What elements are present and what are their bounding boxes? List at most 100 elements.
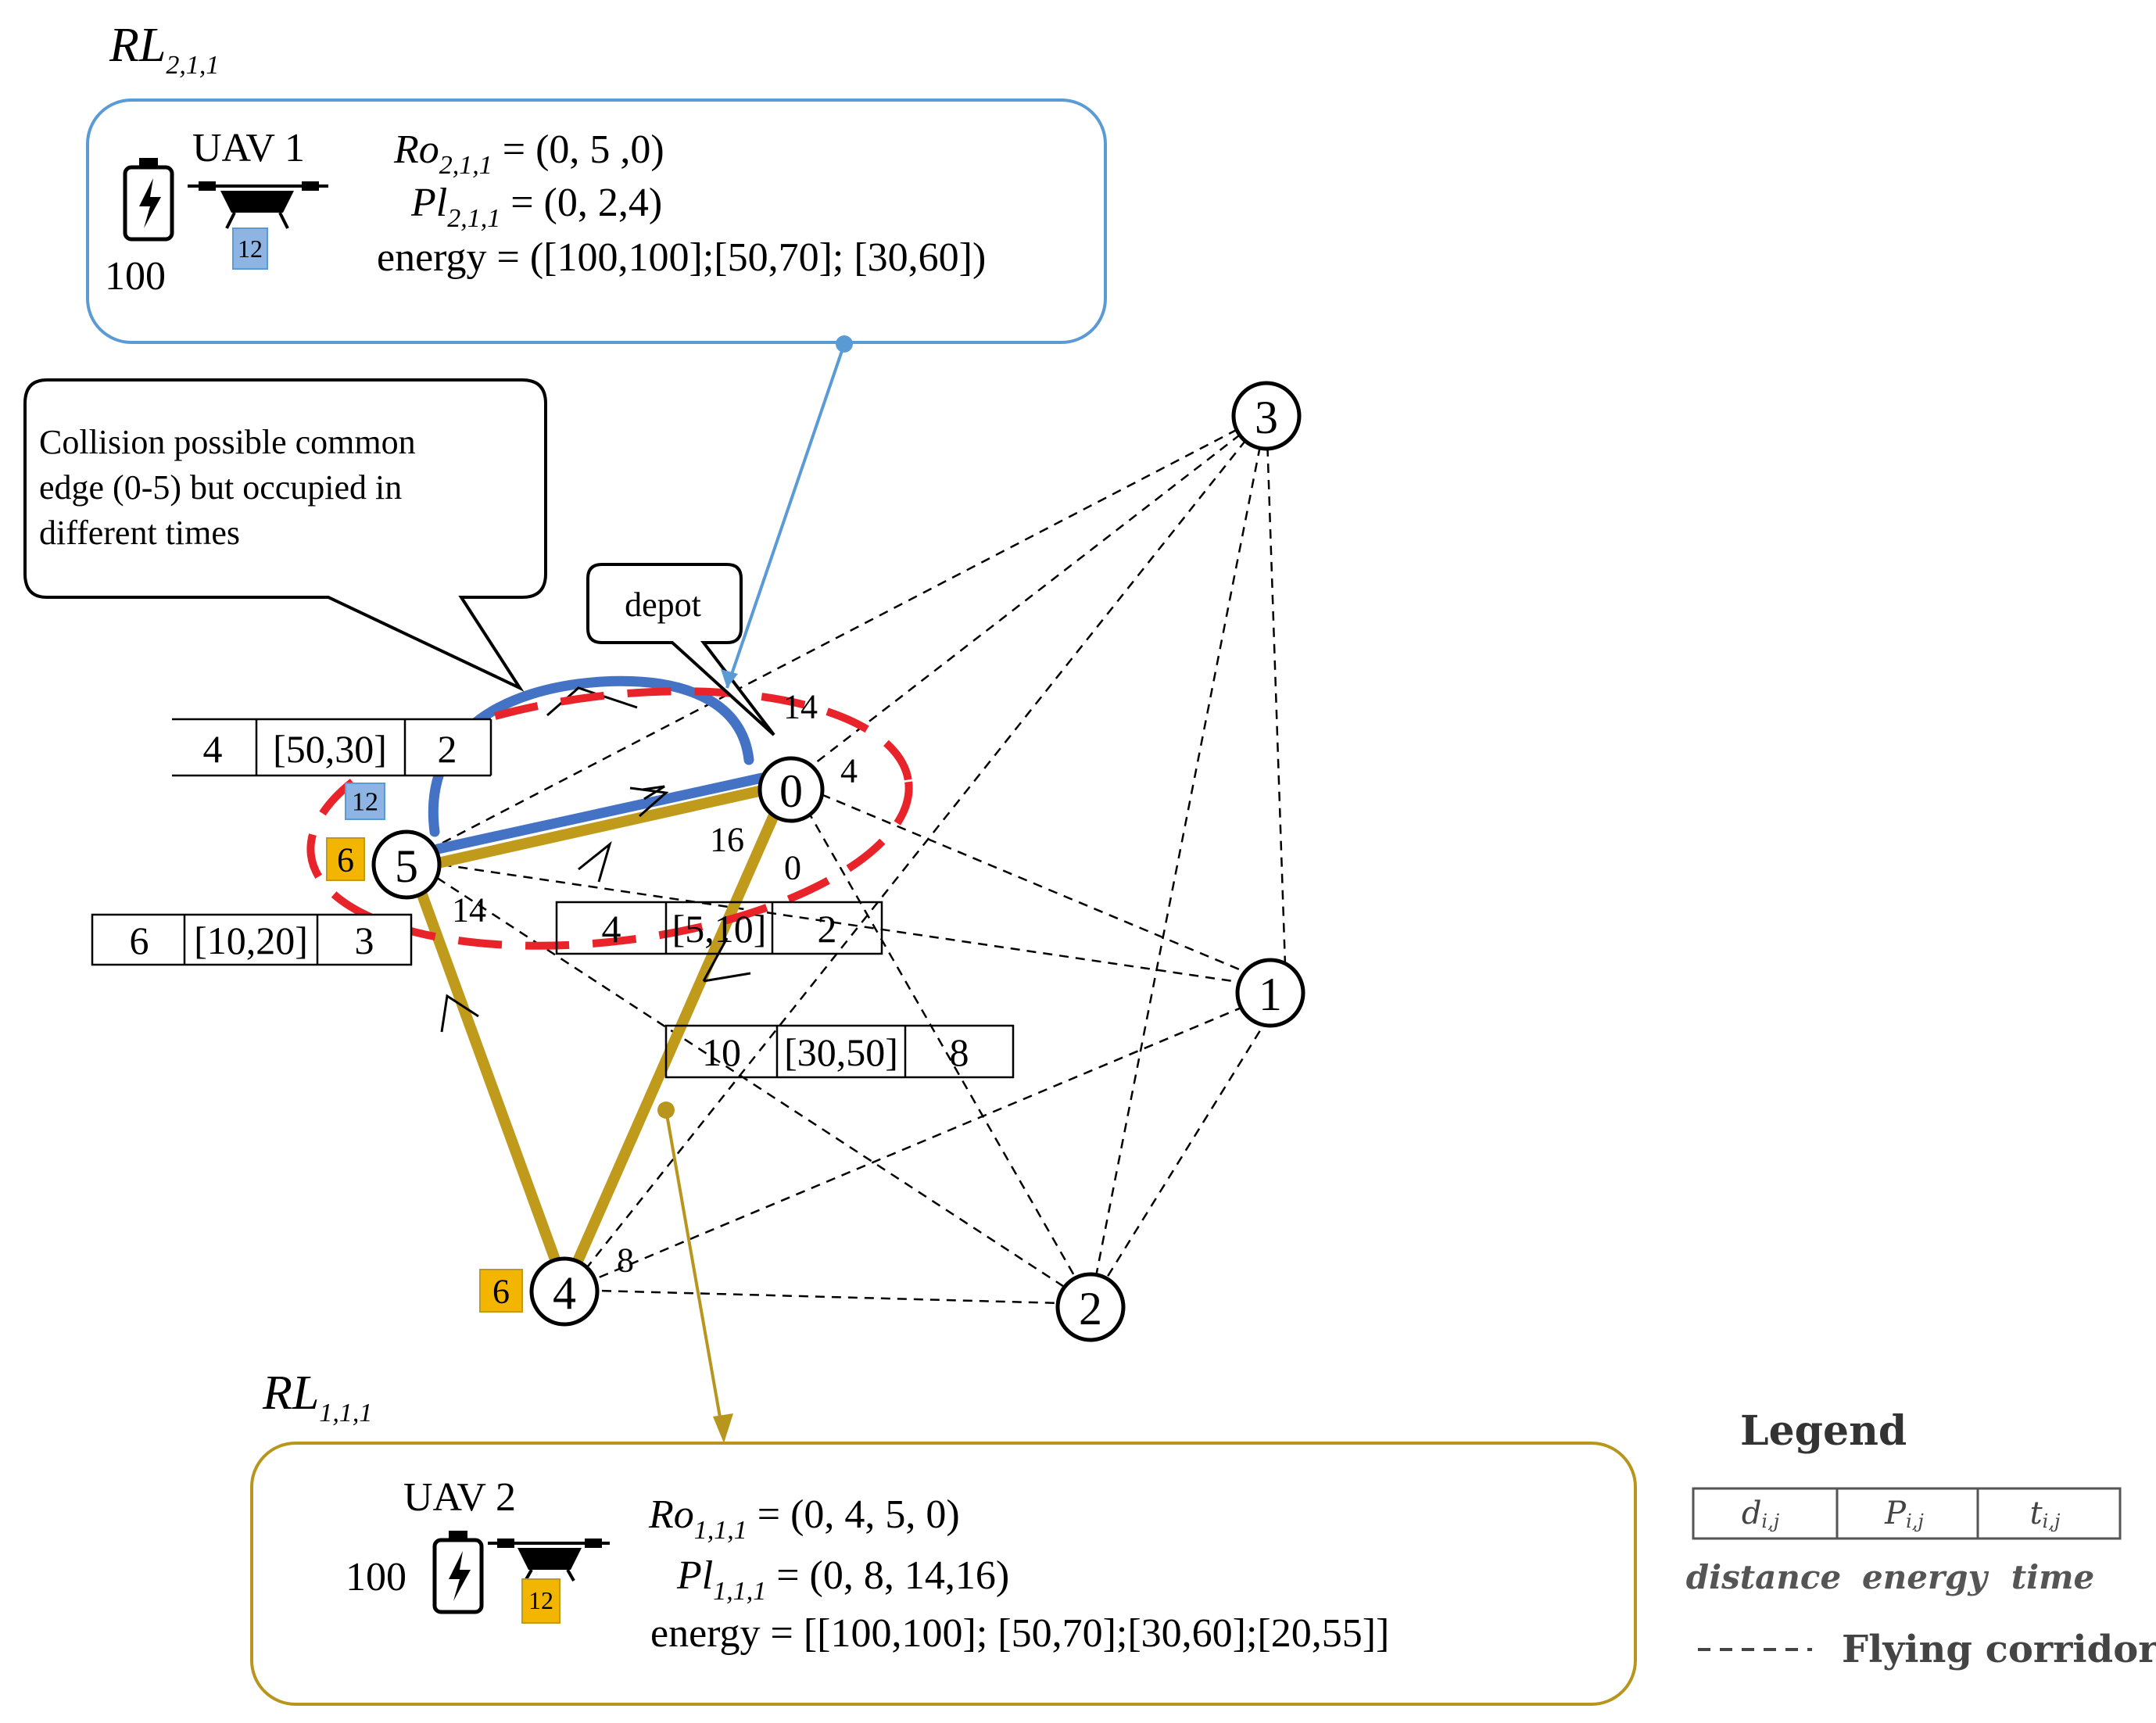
badge-value: 6 xyxy=(492,1273,510,1311)
corridor-3-5 xyxy=(409,413,1267,862)
corridor-0-2 xyxy=(790,781,1092,1305)
callout-line: different times xyxy=(39,514,240,552)
edge-weight: 14 xyxy=(452,891,486,930)
pl-line: Pl1,1,1 = (0, 8, 14,16) xyxy=(676,1553,1009,1606)
node-1: 1 xyxy=(1235,958,1305,1028)
bottom-info-panel: RL1,1,1 UAV 2 100 12 Ro1,1,1 = (0, 4, 5,… xyxy=(250,1367,1637,1706)
battery-value: 100 xyxy=(346,1555,406,1599)
drone-icon xyxy=(488,1539,610,1582)
arrow-icon xyxy=(440,994,479,1033)
uav-label: UAV 2 xyxy=(403,1475,516,1520)
legend-cell-time: ti,j xyxy=(2030,1496,2061,1532)
cell-time: 8 xyxy=(950,1030,969,1074)
payload-badge-gold xyxy=(521,1578,560,1624)
drone-icon xyxy=(188,181,328,229)
route-edge-5-0 xyxy=(432,784,772,869)
route-edge-0-4 xyxy=(570,792,787,1272)
collision-zone-ellipse xyxy=(306,687,913,950)
node-4: 4 xyxy=(529,1256,600,1327)
direction-arrows xyxy=(440,686,751,1033)
node-0: 0 xyxy=(757,756,825,823)
energy-line: energy = ([100,100];[50,70]; [30,60]) xyxy=(377,235,986,280)
legend-corridor-label: Flying corridors xyxy=(1842,1628,2156,1671)
cell-energy: [10,20] xyxy=(194,919,308,962)
cell-time: 3 xyxy=(355,919,374,962)
edge-table-top: 4 [50,30] 2 xyxy=(172,718,492,777)
payload-value: 12 xyxy=(528,1586,553,1614)
arrow-icon xyxy=(629,786,669,818)
battery-icon xyxy=(123,158,174,242)
svg-text:3: 3 xyxy=(1255,392,1278,443)
arrow-icon xyxy=(642,785,665,801)
edge-weight: 0 xyxy=(784,849,801,887)
badge-value: 6 xyxy=(337,841,354,879)
battery-value: 100 xyxy=(105,254,166,299)
arrow-icon xyxy=(578,840,612,883)
payload-value: 12 xyxy=(238,235,263,263)
callout-line: edge (0-5) but occupied in xyxy=(39,468,402,507)
cell-distance: 4 xyxy=(203,727,223,771)
legend-table xyxy=(1692,1487,2122,1540)
svg-text:5: 5 xyxy=(395,840,418,892)
corridor-3-0 xyxy=(790,414,1267,783)
top-panel-connector xyxy=(721,335,853,689)
legend-title: Legend xyxy=(1740,1407,1907,1455)
panel-frame xyxy=(86,99,1107,344)
legend-desc-time: time xyxy=(2011,1558,2095,1596)
svg-text:0: 0 xyxy=(779,765,803,817)
cell-distance: 6 xyxy=(130,919,149,962)
node-5: 5 xyxy=(371,829,442,900)
route-heading: RL2,1,1 xyxy=(109,19,219,80)
node-badges: 6 12 6 xyxy=(326,783,523,1313)
corridor-0-1 xyxy=(790,780,1287,990)
legend-cell-energy: Pi,j xyxy=(1884,1496,1924,1532)
svg-text:2: 2 xyxy=(1079,1283,1102,1334)
svg-text:1: 1 xyxy=(1259,969,1282,1020)
cell-time: 2 xyxy=(438,727,457,771)
cell-distance: 4 xyxy=(602,907,621,951)
route-heading: RL1,1,1 xyxy=(262,1367,372,1427)
top-info-panel: RL2,1,1 100 UAV 1 12 Ro2,1,1 = (0, 5 ,0)… xyxy=(86,19,1107,344)
legend: Legend di,j Pi,j ti,j distance energy ti… xyxy=(1686,1407,2156,1671)
edge-weight: 8 xyxy=(617,1241,634,1280)
route-edge-4-5 xyxy=(412,876,564,1273)
route-edge-5-0-blue xyxy=(432,772,768,854)
legend-desc-energy: energy xyxy=(1862,1558,1989,1596)
depot-label: depot xyxy=(625,586,701,624)
graph-nodes: 0 1 2 3 4 5 xyxy=(371,381,1305,1342)
corridor-5-1 xyxy=(409,858,1287,990)
ro-line: Ro1,1,1 = (0, 4, 5, 0) xyxy=(648,1492,960,1545)
legend-desc-distance: distance xyxy=(1686,1558,1841,1596)
payload-badge-gold xyxy=(326,837,365,881)
svg-text:4: 4 xyxy=(553,1267,576,1319)
cell-energy: [50,30] xyxy=(273,727,387,771)
edge-table-left: 6 [10,20] 3 xyxy=(91,913,413,966)
cell-time: 2 xyxy=(818,907,837,951)
corridor-2-1 xyxy=(1089,988,1288,1305)
corridor-3-1 xyxy=(1265,414,1288,990)
corridor-4-1 xyxy=(568,987,1287,1291)
edge-table-mid: 4 [5,10] 2 xyxy=(555,901,883,955)
depot-callout: depot xyxy=(586,563,775,736)
edge-weight: 16 xyxy=(710,821,744,859)
edge-weight: 4 xyxy=(840,752,858,790)
corridor-4-2 xyxy=(568,1288,1091,1306)
collision-callout: Collision possible common edge (0-5) but… xyxy=(23,378,547,692)
bottom-panel-connector xyxy=(657,1102,733,1443)
arrow-icon xyxy=(546,686,638,717)
cell-distance: 10 xyxy=(702,1030,741,1074)
uav2-route xyxy=(412,784,787,1273)
edge-table-low: 10 [30,50] 8 xyxy=(664,1024,1015,1079)
cell-energy: [5,10] xyxy=(672,907,767,951)
callout-line: Collision possible common xyxy=(39,423,416,461)
corridor-3-2 xyxy=(1089,414,1268,1305)
payload-badge-blue xyxy=(232,227,268,270)
cell-energy: [30,50] xyxy=(784,1030,898,1074)
pl-line: Pl2,1,1 = (0, 2,4) xyxy=(410,181,662,233)
corridor-5-2 xyxy=(409,858,1091,1306)
node-2: 2 xyxy=(1055,1272,1126,1342)
energy-line: energy = [[100,100]; [50,70];[30,60];[20… xyxy=(650,1611,1389,1656)
edge-weights: 14 4 16 0 14 8 xyxy=(452,688,858,1280)
